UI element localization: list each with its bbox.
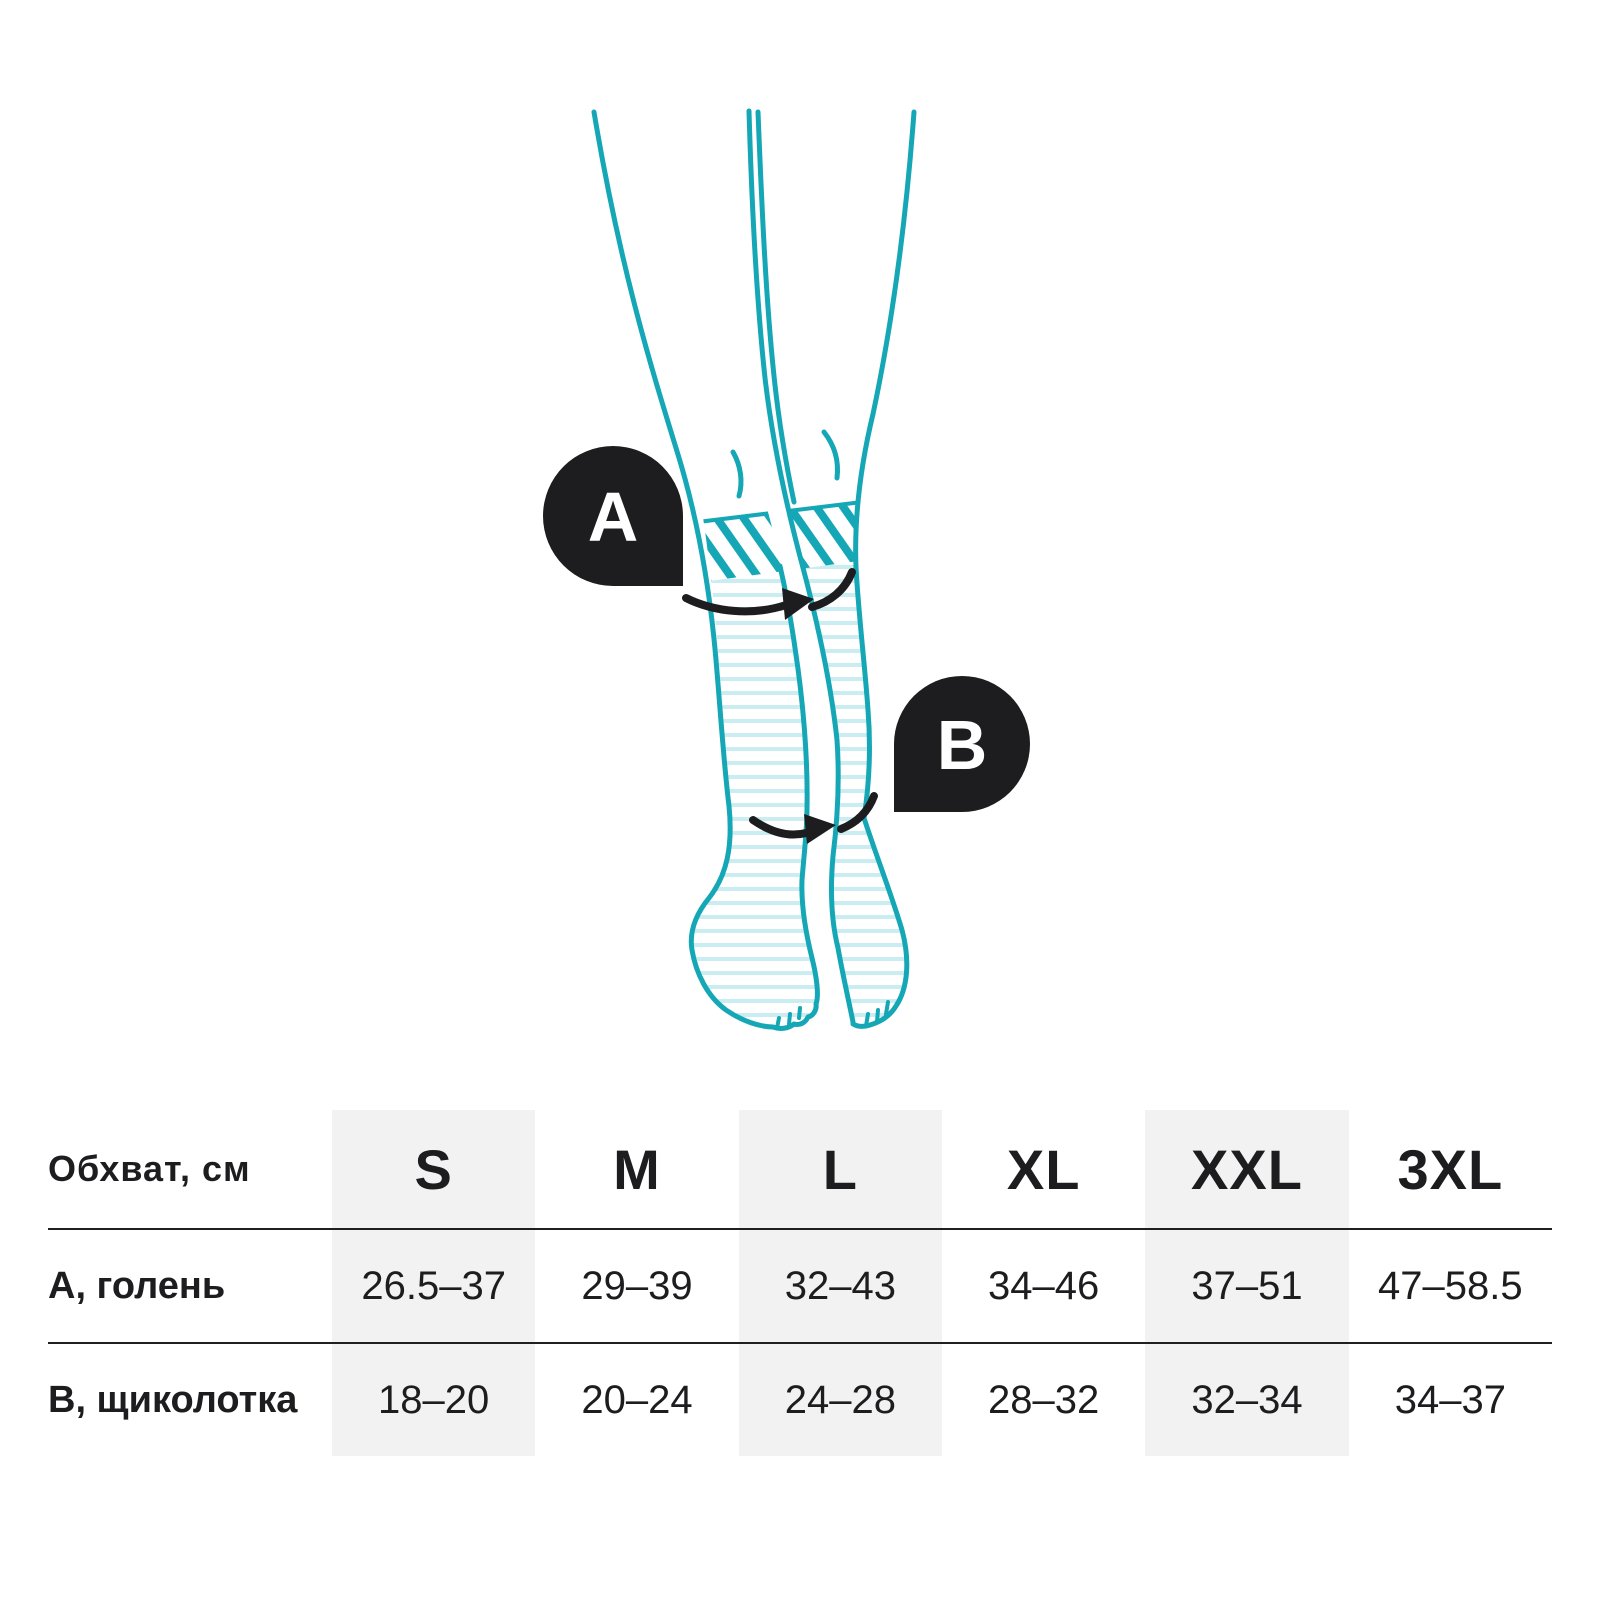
table-cell-r1-c5: 34–37 xyxy=(1394,1377,1506,1422)
calf-arrowhead xyxy=(782,588,814,620)
table-cell-r0-c1: 29–39 xyxy=(535,1230,739,1344)
table-cell-r0-c5: 47–58.5 xyxy=(1348,1230,1552,1344)
row-label-1: В, щиколотка xyxy=(48,1378,298,1421)
row-label-0: А, голень xyxy=(48,1230,332,1344)
size-column-header-l: L xyxy=(738,1110,942,1230)
table-corner-label: Обхват, см xyxy=(48,1110,332,1230)
table-cell-r1-c4: 32–34 xyxy=(1145,1344,1349,1456)
size-column-header-xl: XL xyxy=(941,1110,1146,1230)
marker-a-label: A xyxy=(588,478,639,556)
marker-b-label: B xyxy=(937,706,988,784)
left-knee-crease xyxy=(730,449,744,499)
legs-measurement-illustration: A B xyxy=(543,108,1030,1031)
toe-lines xyxy=(775,1000,890,1030)
table-cell-r0-c2: 32–43 xyxy=(738,1230,942,1344)
calf-measure-arrow xyxy=(682,568,856,620)
table-cell-r1-c3: 28–32 xyxy=(988,1377,1100,1422)
right-leg-left-edge xyxy=(746,108,856,1025)
marker-b: B xyxy=(894,676,1030,812)
table-cell-r1-c1: 20–24 xyxy=(581,1377,693,1422)
marker-a: A xyxy=(543,446,683,586)
left-inner-thigh-line xyxy=(755,109,797,505)
ankle-arrowhead xyxy=(804,814,836,844)
ankle-measure-arrow xyxy=(749,792,878,844)
size-column-header-3xl: 3XL xyxy=(1348,1110,1552,1230)
table-cell-r1-c0: 18–20 xyxy=(332,1344,536,1456)
stocking-stripes xyxy=(691,556,908,1028)
table-cell-r0-c4: 37–51 xyxy=(1145,1230,1349,1344)
table-cell-r1-c2: 24–28 xyxy=(738,1344,942,1456)
size-column-header-m: M xyxy=(535,1110,739,1230)
size-column-header-s: S xyxy=(332,1110,536,1230)
right-knee-crease xyxy=(821,429,840,481)
table-cell-r0-c0: 26.5–37 xyxy=(332,1230,536,1344)
right-leg-right-edge xyxy=(850,109,917,1029)
table-cell-r0-c3: 34–46 xyxy=(941,1230,1146,1344)
size-column-header-xxl: XXL xyxy=(1145,1110,1349,1230)
